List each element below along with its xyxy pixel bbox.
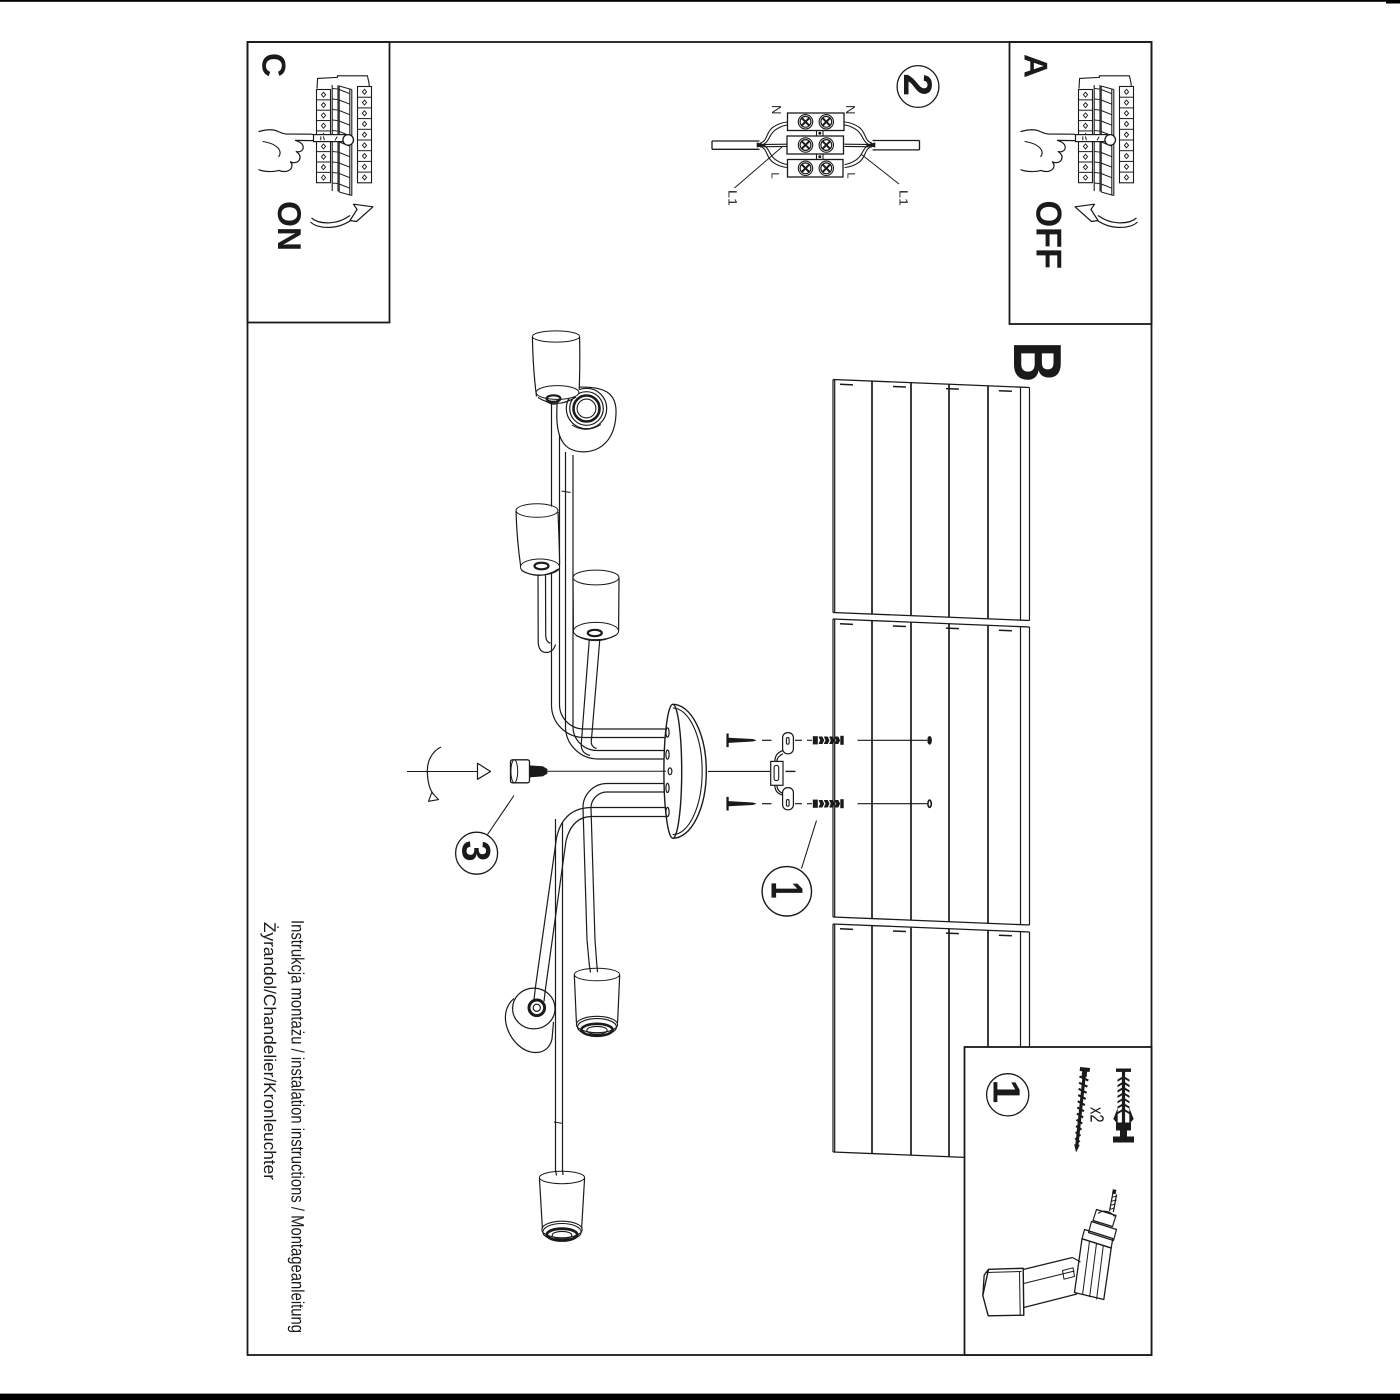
svg-text:L: L xyxy=(845,173,857,179)
svg-text:L1: L1 xyxy=(726,190,740,206)
svg-text:OFF: OFF xyxy=(1029,201,1070,270)
svg-text:Żyrandol/Chandelier/Kronleucht: Żyrandol/Chandelier/Kronleuchter xyxy=(260,922,279,1180)
svg-text:Instrukcja montażu / instalati: Instrukcja montażu / instalation instruc… xyxy=(288,920,308,1333)
svg-text:1: 1 xyxy=(985,1079,1027,1103)
svg-text:3: 3 xyxy=(454,841,498,862)
svg-text:L1: L1 xyxy=(897,190,911,206)
svg-text:ON: ON xyxy=(271,201,308,251)
svg-text:L: L xyxy=(769,173,781,179)
svg-text:C: C xyxy=(256,53,293,77)
svg-text:A: A xyxy=(1018,54,1055,78)
svg-text:x2: x2 xyxy=(1086,1107,1107,1123)
svg-text:N: N xyxy=(769,105,784,115)
svg-text:B: B xyxy=(999,341,1075,382)
svg-text:1: 1 xyxy=(762,882,813,899)
svg-text:N: N xyxy=(843,105,858,115)
svg-text:2: 2 xyxy=(895,74,939,97)
